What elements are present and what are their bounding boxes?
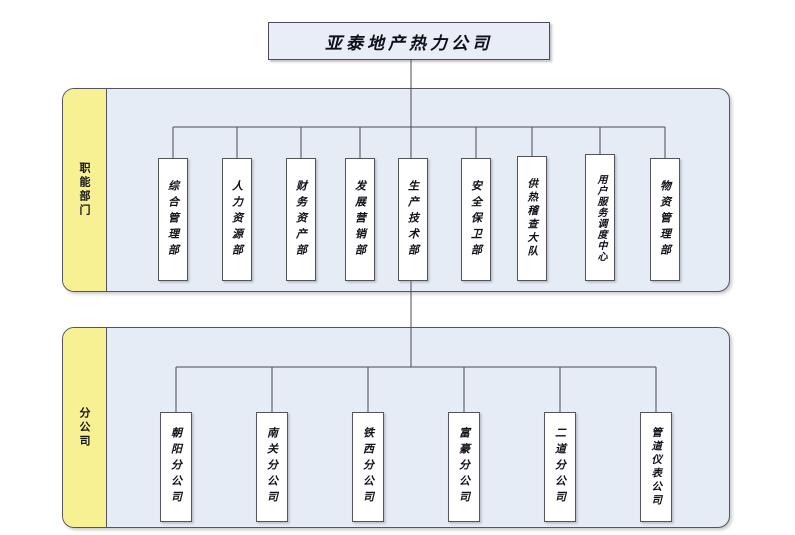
node-label: 综合管理部 xyxy=(166,179,180,260)
node-label: 财务资产部 xyxy=(294,179,308,260)
node-label: 富豪分公司 xyxy=(457,427,471,507)
node-branch-3[interactable]: 铁西分公司 xyxy=(352,412,384,522)
node-functional-7[interactable]: 供热稽查大队 xyxy=(517,156,547,281)
section-side-label-functional: 职能部门 xyxy=(63,89,107,291)
node-label: 用户服务调度中心 xyxy=(595,173,606,262)
node-label: 物资管理部 xyxy=(658,179,672,260)
node-functional-1[interactable]: 综合管理部 xyxy=(158,158,188,281)
node-label: 发展营销部 xyxy=(353,179,367,260)
node-label: 铁西分公司 xyxy=(361,427,375,507)
section-side-label-text-branch: 分公司 xyxy=(78,406,91,449)
root-node-company[interactable]: 亚泰地产热力公司 xyxy=(268,22,550,60)
node-branch-2[interactable]: 南关分公司 xyxy=(256,412,288,522)
node-branch-5[interactable]: 二道分公司 xyxy=(544,412,576,522)
node-functional-2[interactable]: 人力资源部 xyxy=(222,158,252,281)
node-label: 二道分公司 xyxy=(553,427,567,507)
node-branch-1[interactable]: 朝阳分公司 xyxy=(160,412,192,522)
node-label: 管道仪表公司 xyxy=(650,426,663,508)
section-side-label-branch: 分公司 xyxy=(63,328,107,527)
node-functional-5[interactable]: 生产技术部 xyxy=(398,158,428,281)
node-functional-3[interactable]: 财务资产部 xyxy=(286,158,316,281)
node-label: 供热稽查大队 xyxy=(526,178,539,259)
section-side-label-text-functional: 职能部门 xyxy=(78,162,91,218)
node-label: 人力资源部 xyxy=(230,179,244,260)
node-label: 南关分公司 xyxy=(265,427,279,507)
node-functional-9[interactable]: 物资管理部 xyxy=(650,158,680,281)
node-label: 朝阳分公司 xyxy=(169,427,183,507)
node-functional-4[interactable]: 发展营销部 xyxy=(345,158,375,281)
node-label: 生产技术部 xyxy=(406,179,420,260)
node-functional-8[interactable]: 用户服务调度中心 xyxy=(585,154,615,281)
node-branch-6[interactable]: 管道仪表公司 xyxy=(640,412,672,522)
node-label: 安全保卫部 xyxy=(469,179,483,260)
root-node-label: 亚泰地产热力公司 xyxy=(325,33,493,54)
node-functional-6[interactable]: 安全保卫部 xyxy=(461,158,491,281)
node-branch-4[interactable]: 富豪分公司 xyxy=(448,412,480,522)
